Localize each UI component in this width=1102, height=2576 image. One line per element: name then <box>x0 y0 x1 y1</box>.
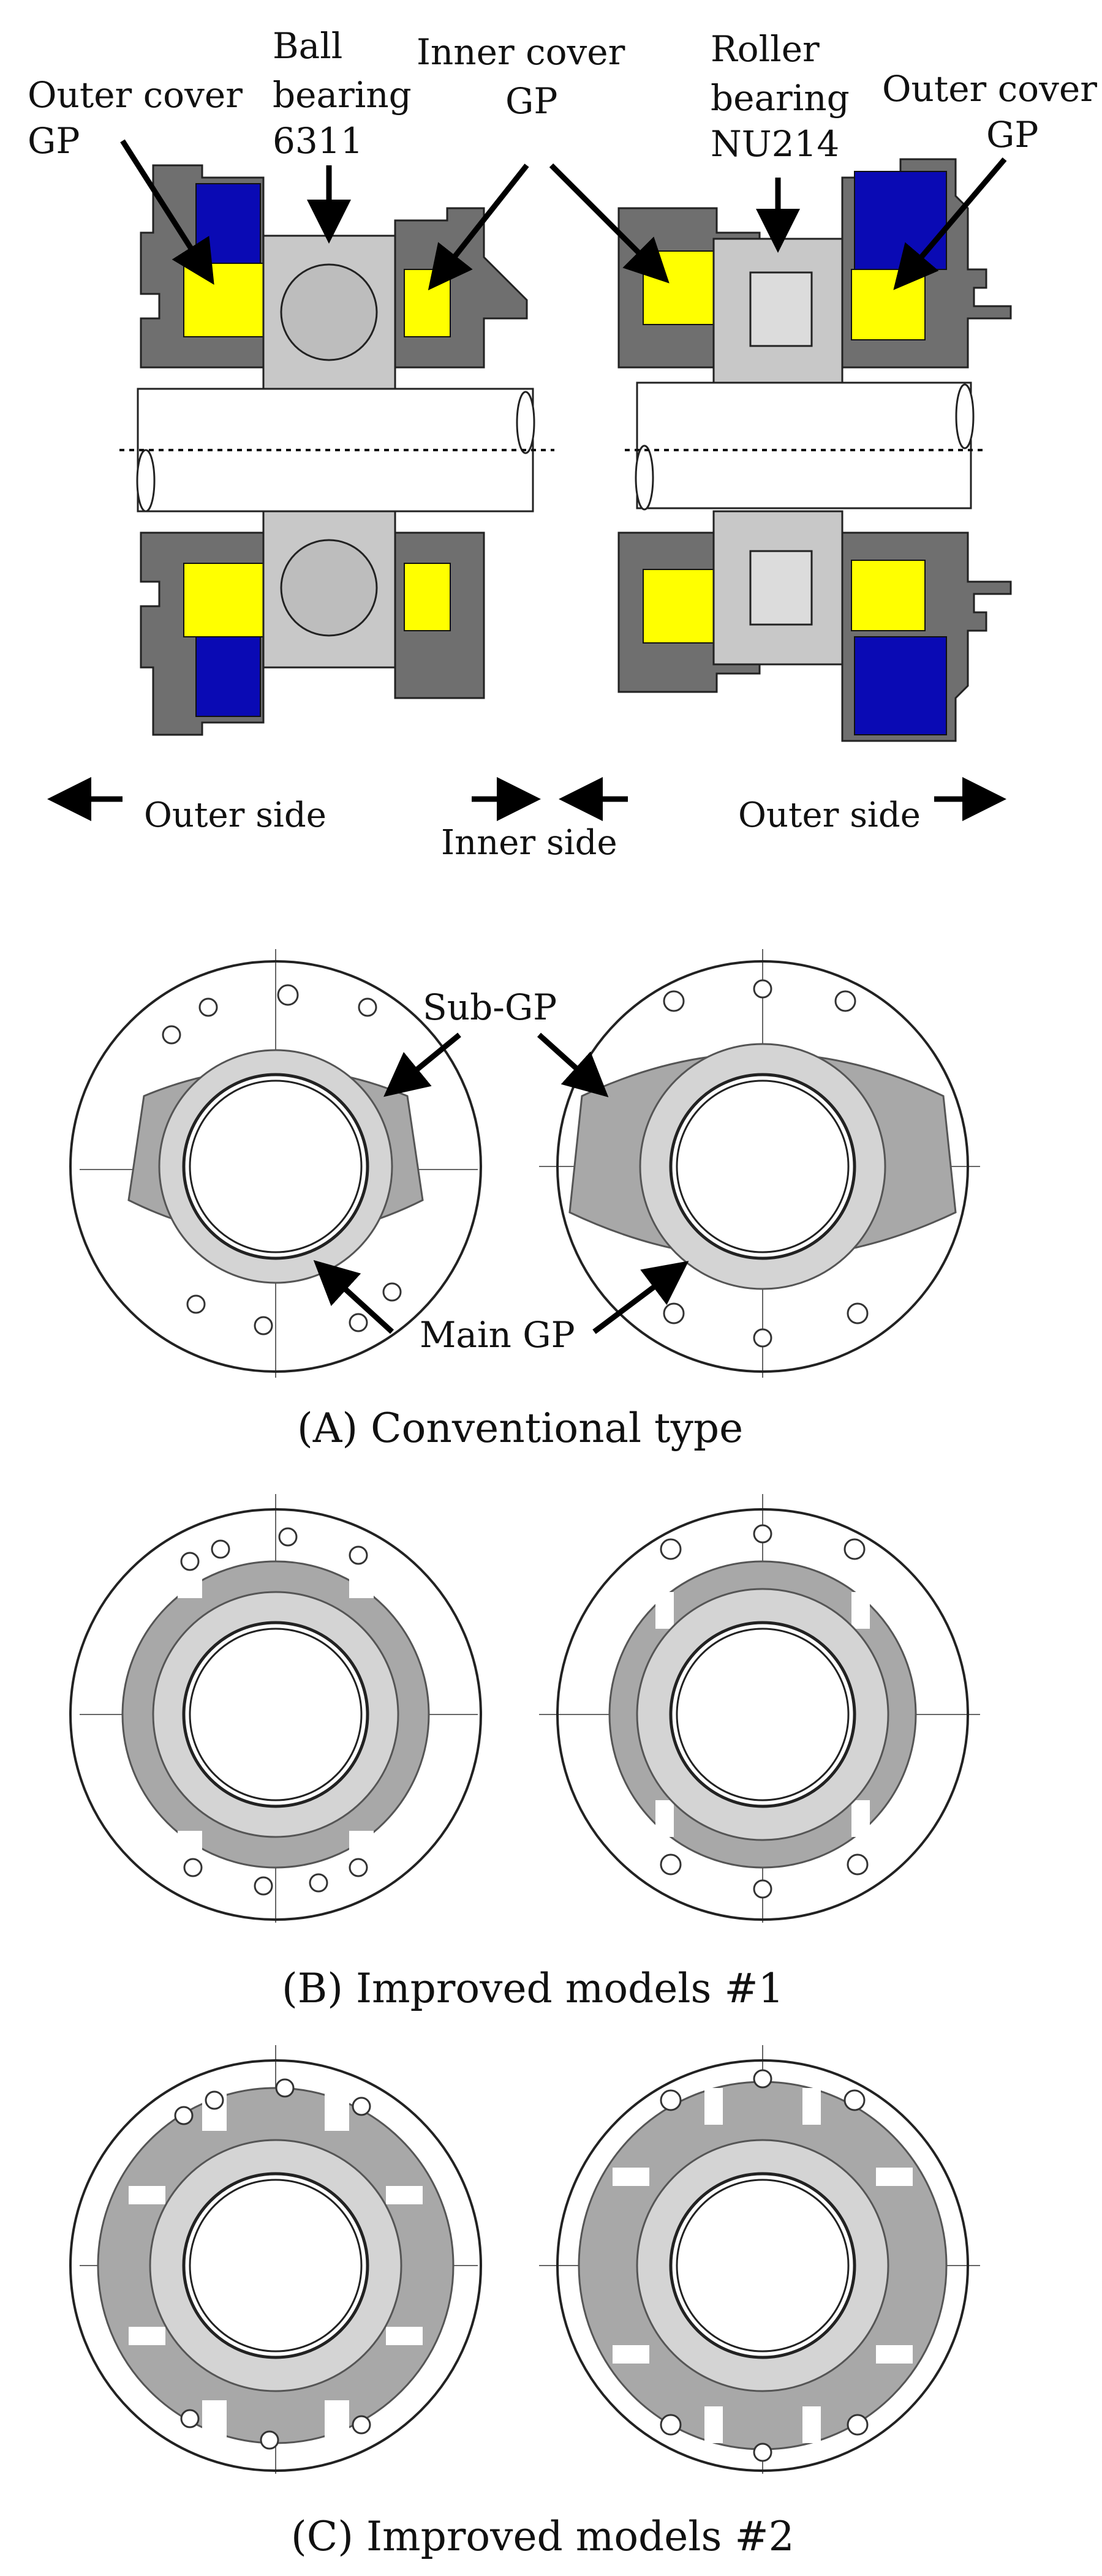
yellow-grease-left-outer-top <box>183 263 264 337</box>
label-ball-bearing-2: bearing <box>273 74 412 116</box>
label-sub-gp: Sub-GP <box>423 986 557 1028</box>
panel-c-improved-2: (C) Improved models #2 <box>69 2045 980 2560</box>
top-callouts: Outer cover GP Ball bearing 6311 Inner c… <box>28 25 1097 291</box>
label-outer-side-right: Outer side <box>738 795 921 835</box>
label-main-gp: Main GP <box>420 1314 575 1356</box>
blue-grease-right-top <box>854 171 947 270</box>
label-outer-cover-right-2: GP <box>986 114 1038 156</box>
yellow-grease-inner-right-bottom <box>643 569 714 644</box>
yellow-grease-right-outer-bottom <box>851 560 926 631</box>
roller-bottom <box>749 550 813 626</box>
left-assembly-ball-bearing <box>119 164 554 736</box>
caption-b: (B) Improved models #1 <box>282 1965 784 2012</box>
label-outer-cover-left-1: Outer cover <box>28 74 243 116</box>
label-roller-bearing-2: bearing <box>711 77 850 119</box>
label-outer-side-left: Outer side <box>144 795 326 835</box>
disc-b-left <box>69 1494 482 1923</box>
direction-labels: Outer side Inner side Outer side <box>47 777 1006 863</box>
yellow-grease-left-outer-bottom <box>183 563 264 637</box>
yellow-grease-right-outer-top <box>851 269 926 340</box>
panel-b-improved-1: (B) Improved models #1 <box>69 1494 980 2012</box>
label-ball-bearing-1: Ball <box>273 25 342 67</box>
label-ball-bearing-3: 6311 <box>273 120 363 162</box>
yellow-grease-inner-left-top <box>404 269 451 337</box>
label-roller-bearing-3: NU214 <box>711 123 839 165</box>
disc-a-right <box>539 949 980 1378</box>
caption-a: (A) Conventional type <box>297 1405 743 1452</box>
yellow-grease-inner-right-top <box>643 250 714 325</box>
blue-grease-left-top <box>195 183 261 264</box>
disc-a-left <box>69 949 482 1378</box>
disc-c-left <box>69 2045 482 2474</box>
ball-top <box>280 263 378 361</box>
yellow-grease-inner-left-bottom <box>404 563 451 631</box>
label-inner-cover-2: GP <box>505 80 557 122</box>
label-roller-bearing-1: Roller <box>711 28 820 70</box>
roller-top <box>749 271 813 347</box>
blue-grease-right-bottom <box>854 636 947 735</box>
blue-grease-left-bottom <box>195 636 261 717</box>
disc-c-right <box>539 2045 980 2474</box>
label-outer-cover-left-2: GP <box>28 120 80 162</box>
caption-c: (C) Improved models #2 <box>291 2513 794 2560</box>
label-inner-side: Inner side <box>441 823 617 863</box>
right-assembly-roller-bearing <box>617 158 1012 742</box>
label-outer-cover-right-1: Outer cover <box>882 68 1097 110</box>
ball-bottom <box>280 539 378 637</box>
panel-a-conventional: Sub-GP Main GP (A) Conventional type <box>69 949 980 1452</box>
label-inner-cover-1: Inner cover <box>417 31 625 73</box>
bearing-cross-section: Outer cover GP Ball bearing 6311 Inner c… <box>28 25 1097 863</box>
shaft-right <box>636 381 972 509</box>
disc-b-right <box>539 1494 980 1923</box>
